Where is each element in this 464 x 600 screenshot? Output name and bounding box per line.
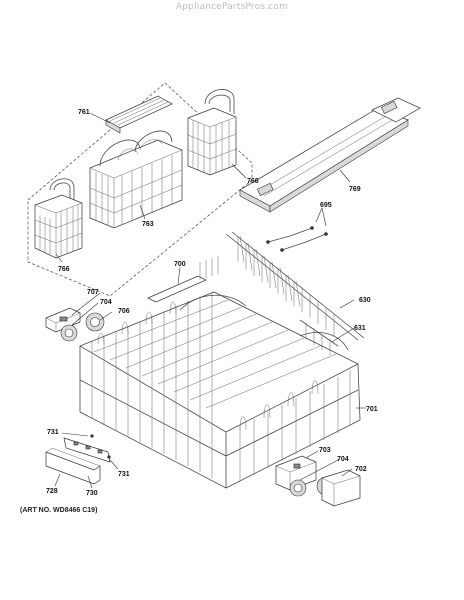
callout-630: 630	[359, 297, 371, 304]
callout-761: 761	[78, 109, 90, 116]
wheel-702-right[interactable]	[316, 469, 361, 507]
screw-731[interactable]	[90, 434, 111, 459]
watermark: AppliancePartsPros.com	[175, 2, 289, 12]
tine-wires-695[interactable]	[266, 226, 328, 252]
callout-707: 707	[87, 289, 99, 296]
basket-large-center-763[interactable]	[89, 130, 183, 229]
tine-bar-700[interactable]	[147, 256, 219, 303]
callout-703: 703	[319, 447, 331, 454]
callout-631: 631	[354, 325, 366, 332]
callout-706: 706	[118, 308, 130, 315]
callout-769: 769	[349, 186, 361, 193]
wheel-assembly-left-707[interactable]	[45, 307, 81, 333]
wheel-704-left[interactable]	[60, 324, 78, 342]
leader-lines	[54, 112, 366, 489]
basket-group-dashed-outline	[27, 82, 253, 297]
callout-labels: 761 766 763 766 769 695 700 707 704 706 …	[46, 109, 378, 497]
callout-728: 728	[46, 488, 58, 495]
callout-766-right: 766	[247, 178, 259, 185]
wheel-assembly-right-703[interactable]	[275, 455, 317, 491]
callout-700: 700	[174, 261, 186, 268]
callout-730: 730	[86, 490, 98, 497]
art-number: (ART NO. WD8466 C19)	[20, 507, 98, 514]
callout-702: 702	[355, 466, 367, 473]
wheel-704-right[interactable]	[289, 479, 307, 497]
tine-row-630[interactable]	[225, 231, 365, 341]
tine-row-631[interactable]	[299, 319, 339, 355]
callout-766-left: 766	[58, 266, 70, 273]
callout-763: 763	[142, 221, 154, 228]
wheel-bracket-728[interactable]	[45, 447, 101, 485]
basket-small-left-766[interactable]	[34, 178, 83, 259]
callout-731-bottom: 731	[118, 471, 130, 478]
callout-731-top: 731	[47, 429, 59, 436]
rack-rail-769[interactable]	[239, 97, 421, 213]
basket-small-right-766[interactable]	[187, 89, 237, 176]
lower-dish-rack-701[interactable]	[79, 291, 361, 489]
wheel-706-left[interactable]	[85, 312, 105, 332]
wheel-carrier-730[interactable]	[63, 437, 111, 463]
callout-695: 695	[320, 202, 332, 209]
callout-704-right: 704	[337, 456, 349, 463]
callout-704-left: 704	[100, 299, 112, 306]
callout-701: 701	[366, 406, 378, 413]
basket-cover-761[interactable]	[105, 95, 173, 134]
